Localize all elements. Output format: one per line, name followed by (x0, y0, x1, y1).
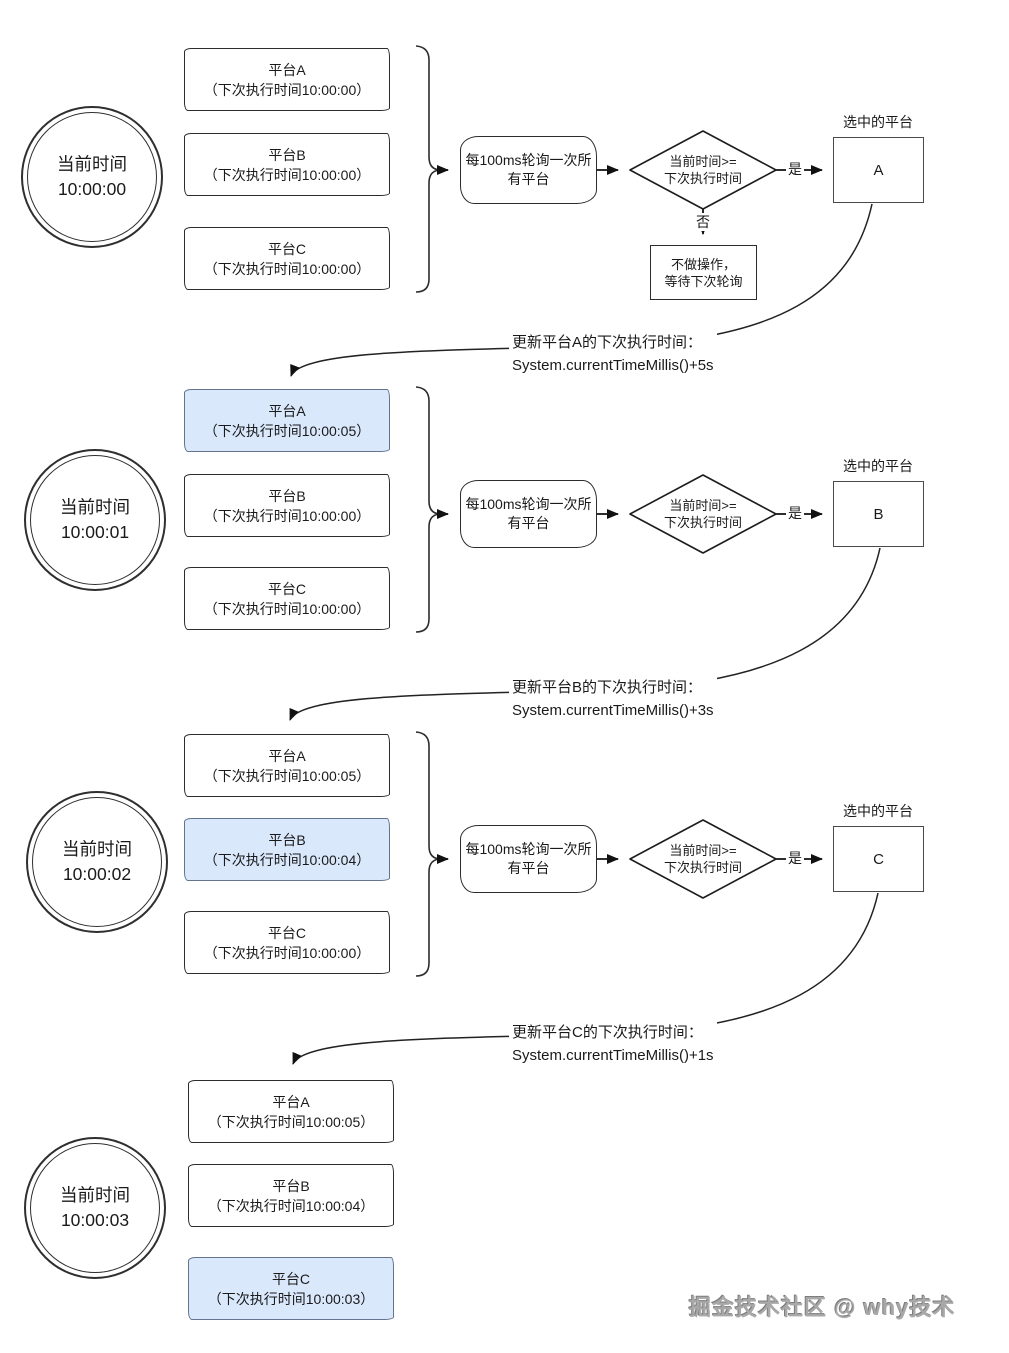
platform-box-s2-b: 平台B （下次执行时间10:00:00） (184, 474, 390, 537)
update-note-c: 更新平台C的下次执行时间： System.currentTimeMillis()… (509, 1021, 717, 1067)
noop-line1: 不做操作， (670, 256, 736, 272)
noop-box: 不做操作， 等待下次轮询 (650, 245, 757, 300)
platform-name: 平台C (267, 580, 307, 597)
platform-schedule: （下次执行时间10:00:05） (203, 767, 371, 784)
platform-name: 平台B (272, 1177, 310, 1194)
watermark: 掘金技术社区 @ why技术 (689, 1295, 956, 1320)
platform-box-s1-c: 平台C （下次执行时间10:00:00） (184, 227, 390, 290)
selected-platform-caption-1: 选中的平台 (843, 114, 913, 130)
platform-schedule: （下次执行时间10:00:00） (203, 600, 371, 617)
update-note-line2: System.currentTimeMillis()+1s (512, 1047, 714, 1064)
platform-box-s3-c: 平台C （下次执行时间10:00:00） (184, 911, 390, 974)
yes-label-2: 是 (786, 504, 804, 522)
yes-label-1: 是 (786, 160, 804, 178)
platform-schedule: （下次执行时间10:00:03） (207, 1290, 375, 1307)
platform-box-s1-b: 平台B （下次执行时间10:00:00） (184, 133, 390, 196)
selected-platform-caption-3: 选中的平台 (843, 803, 913, 819)
platform-box-s4-a: 平台A （下次执行时间10:00:05） (188, 1080, 394, 1143)
platform-schedule: （下次执行时间10:00:05） (203, 422, 371, 439)
selected-platform-caption-2: 选中的平台 (843, 458, 913, 474)
poll-text-line1: 每100ms轮询一次所 (465, 152, 592, 168)
platform-name: 平台A (268, 747, 306, 764)
platform-box-s2-c: 平台C （下次执行时间10:00:00） (184, 567, 390, 630)
update-note-line1: 更新平台B的下次执行时间： (512, 679, 703, 696)
platform-name: 平台A (268, 402, 306, 419)
clock-section-3: 当前时间 10:00:02 (26, 791, 168, 933)
condition-line1: 当前时间>= (669, 154, 737, 169)
platform-schedule: （下次执行时间10:00:05） (207, 1113, 375, 1130)
platform-name: 平台B (268, 146, 306, 163)
decision-diamond-3 (629, 819, 777, 899)
poll-text-line1: 每100ms轮询一次所 (465, 496, 592, 512)
update-note-line1: 更新平台C的下次执行时间： (512, 1024, 703, 1041)
condition-line2: 下次执行时间 (663, 515, 742, 530)
platform-box-s1-a: 平台A （下次执行时间10:00:00） (184, 48, 390, 111)
update-note-line2: System.currentTimeMillis()+3s (512, 702, 714, 719)
selected-platform-box-1: A (833, 137, 924, 203)
platform-name: 平台C (267, 924, 307, 941)
platform-schedule: （下次执行时间10:00:00） (203, 944, 371, 961)
selected-platform-box-2: B (833, 481, 924, 547)
update-note-line1: 更新平台A的下次执行时间： (512, 334, 703, 351)
platform-name: 平台A (268, 61, 306, 78)
decision-label-3: 当前时间>= 下次执行时间 (630, 842, 776, 876)
poll-text-line2: 有平台 (507, 515, 550, 531)
platform-box-s3-b: 平台B （下次执行时间10:00:04） (184, 818, 390, 881)
brace-section-2 (415, 386, 442, 633)
platform-name: 平台C (267, 240, 307, 257)
update-note-b: 更新平台B的下次执行时间： System.currentTimeMillis()… (509, 676, 717, 722)
condition-line2: 下次执行时间 (663, 171, 742, 186)
clock-time: 10:00:02 (62, 864, 132, 884)
decision-diamond-2 (629, 474, 777, 554)
poll-box-2: 每100ms轮询一次所 有平台 (460, 480, 597, 548)
decision-diamond-1 (629, 130, 777, 210)
noop-line2: 等待下次轮询 (664, 273, 743, 289)
platform-schedule: （下次执行时间10:00:04） (207, 1197, 375, 1214)
clock-section-2: 当前时间 10:00:01 (24, 449, 166, 591)
clock-caption: 当前时间 (57, 154, 127, 174)
update-note-a: 更新平台A的下次执行时间： System.currentTimeMillis()… (509, 331, 717, 377)
clock-time: 10:00:03 (60, 1210, 130, 1230)
platform-box-s3-a: 平台A （下次执行时间10:00:05） (184, 734, 390, 797)
condition-line2: 下次执行时间 (663, 860, 742, 875)
clock-caption: 当前时间 (60, 1185, 130, 1205)
update-note-line2: System.currentTimeMillis()+5s (512, 357, 714, 374)
platform-name: 平台C (271, 1270, 311, 1287)
platform-schedule: （下次执行时间10:00:00） (203, 507, 371, 524)
clock-time: 10:00:00 (57, 179, 127, 199)
clock-section-1: 当前时间 10:00:00 (21, 106, 163, 248)
no-label-1: 否 (694, 213, 712, 231)
condition-line1: 当前时间>= (669, 843, 737, 858)
clock-section-4: 当前时间 10:00:03 (24, 1137, 166, 1279)
platform-name: 平台B (268, 831, 306, 848)
platform-box-s4-c: 平台C （下次执行时间10:00:03） (188, 1257, 394, 1320)
condition-line1: 当前时间>= (669, 498, 737, 513)
poll-text-line2: 有平台 (507, 860, 550, 876)
poll-text-line1: 每100ms轮询一次所 (465, 841, 592, 857)
decision-label-1: 当前时间>= 下次执行时间 (630, 153, 776, 187)
platform-schedule: （下次执行时间10:00:00） (203, 81, 371, 98)
platform-schedule: （下次执行时间10:00:04） (203, 851, 371, 868)
platform-box-s4-b: 平台B （下次执行时间10:00:04） (188, 1164, 394, 1227)
clock-caption: 当前时间 (62, 839, 132, 859)
platform-name: 平台B (268, 487, 306, 504)
decision-label-2: 当前时间>= 下次执行时间 (630, 497, 776, 531)
platform-schedule: （下次执行时间10:00:00） (203, 260, 371, 277)
selected-platform-box-3: C (833, 826, 924, 892)
brace-section-3 (415, 731, 442, 977)
clock-caption: 当前时间 (60, 497, 130, 517)
clock-time: 10:00:01 (60, 522, 130, 542)
poll-text-line2: 有平台 (507, 171, 550, 187)
platform-name: 平台A (272, 1093, 310, 1110)
yes-label-3: 是 (786, 849, 804, 867)
poll-box-1: 每100ms轮询一次所 有平台 (460, 136, 597, 204)
platform-box-s2-a: 平台A （下次执行时间10:00:05） (184, 389, 390, 452)
platform-schedule: （下次执行时间10:00:00） (203, 166, 371, 183)
brace-section-1 (415, 45, 442, 293)
poll-box-3: 每100ms轮询一次所 有平台 (460, 825, 597, 893)
